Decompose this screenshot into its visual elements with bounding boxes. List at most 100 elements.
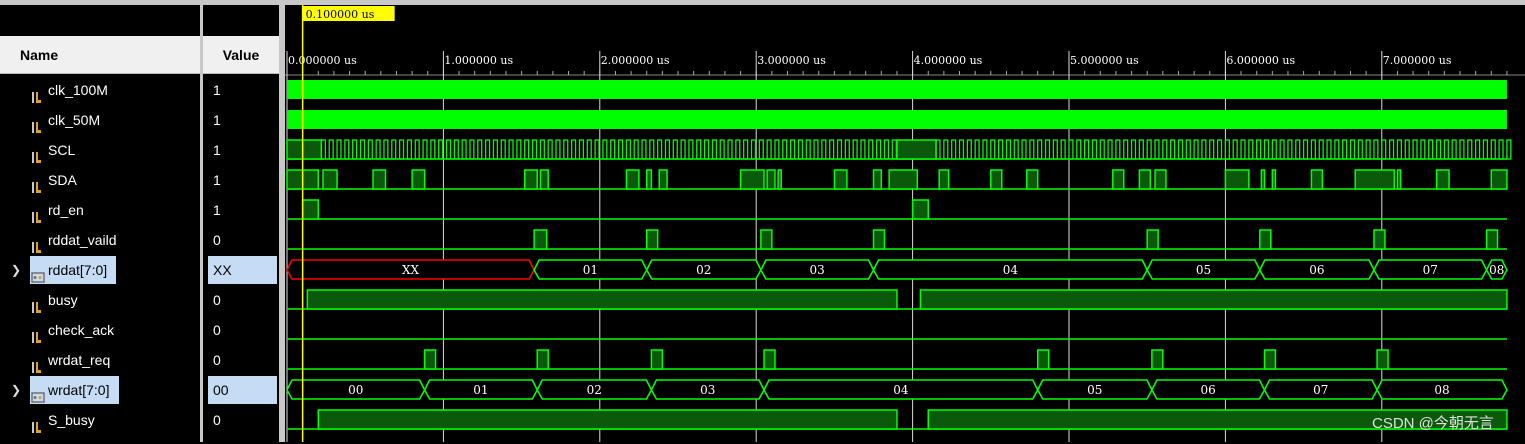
scl-pulse [1005, 139, 1012, 160]
ruler-tick-label: 5.000000 us [1070, 54, 1139, 67]
high-pulse [1435, 169, 1450, 190]
bus-value-label: 04 [893, 383, 909, 397]
scl-pulse [1482, 139, 1489, 160]
bus-value-label: 01 [473, 383, 488, 397]
scl-pulse [1467, 139, 1473, 160]
bus-value-label: 08 [1489, 263, 1504, 277]
high-pulse [872, 169, 883, 190]
bus-value-label: 02 [587, 383, 602, 397]
ruler-tick-label: 3.000000 us [757, 54, 826, 67]
signal-row-scl[interactable]: SCL [0, 135, 200, 165]
high-pulse [739, 169, 765, 190]
signal-value-cell[interactable]: 1 [203, 195, 279, 225]
bus-value-label: 06 [1201, 383, 1216, 397]
high-pulse [990, 169, 1003, 190]
scl-pulse [997, 139, 1004, 160]
waveform-wrdat_req [287, 349, 1507, 370]
expand-chevron-icon[interactable]: ❯ [11, 263, 22, 277]
ruler-tick-label: 7.000000 us [1383, 54, 1452, 67]
scl-pulse [438, 139, 444, 160]
scl-idle-high [896, 139, 937, 160]
bit-signal-icon [31, 414, 43, 433]
expand-chevron-icon[interactable]: ❯ [11, 383, 22, 397]
signal-value-cell[interactable]: 00 [203, 375, 279, 405]
high-pulse [306, 289, 898, 310]
signal-value-cell[interactable]: 0 [203, 405, 279, 435]
high-pulse [1373, 229, 1386, 250]
signal-value-cell[interactable]: 1 [203, 165, 279, 195]
signal-row-clk_100m[interactable]: clk_100M [0, 75, 200, 105]
bus-segment [1376, 379, 1508, 400]
scl-pulse [344, 139, 350, 160]
high-pulse [766, 169, 776, 190]
scl-pulse [1091, 139, 1098, 160]
scl-pulse [406, 139, 412, 160]
signal-value-cell[interactable]: 1 [203, 75, 279, 105]
signal-value: 1 [213, 142, 221, 158]
wave-splitter[interactable] [279, 5, 285, 442]
scl-pulse [430, 139, 436, 160]
signal-row-rddat_vaild[interactable]: rddat_vaild [0, 225, 200, 255]
signal-row-wrdat_req[interactable]: wrdat_req [0, 345, 200, 375]
signal-row-clk_50m[interactable]: clk_50M [0, 105, 200, 135]
scl-pulse [1428, 139, 1434, 160]
signal-value-cell[interactable]: 0 [203, 285, 279, 315]
scl-pulse [1146, 139, 1152, 160]
signal-row-check_ack[interactable]: check_ack [0, 315, 200, 345]
high-pulse [1376, 349, 1389, 370]
high-pulse [833, 169, 848, 190]
high-pulse [1138, 169, 1152, 190]
bus-signal-icon [31, 384, 45, 403]
scl-pulse [958, 139, 965, 160]
scl-pulse [336, 139, 342, 160]
scl-pulse [586, 139, 592, 160]
high-pulse [1151, 349, 1164, 370]
scl-pulse [657, 139, 663, 160]
signal-value-cell[interactable]: XX [203, 255, 279, 285]
column-splitter[interactable] [200, 5, 203, 442]
ruler-tick-label: 0.000000 us [288, 54, 357, 67]
signal-row-s_busy[interactable]: S_busy [0, 405, 200, 435]
high-pulse [927, 409, 1508, 430]
value-column-header[interactable]: Value [203, 36, 279, 74]
bit-signal-icon [31, 114, 43, 133]
scl-pulse [1068, 139, 1074, 160]
signal-value-cell[interactable]: 1 [203, 105, 279, 135]
high-pulse [777, 169, 782, 190]
high-pulse [919, 289, 1508, 310]
bus-value-label: 04 [1003, 263, 1019, 277]
signal-value: 1 [213, 172, 221, 188]
waveform-busy [287, 289, 1508, 310]
signal-value-panel [203, 5, 279, 442]
scl-pulse [367, 139, 373, 160]
scl-pulse [1443, 139, 1449, 160]
high-pulse [317, 409, 898, 430]
scl-pulse [1474, 139, 1481, 160]
signal-row-rddat70[interactable]: ❯rddat[7:0] [0, 255, 200, 285]
scl-pulse [696, 139, 702, 160]
signal-value-cell[interactable]: 1 [203, 135, 279, 165]
ruler-tick-label: 6.000000 us [1226, 54, 1295, 67]
signal-row-busy[interactable]: busy [0, 285, 200, 315]
signal-row-sda[interactable]: SDA [0, 165, 200, 195]
signal-value-cell[interactable]: 0 [203, 225, 279, 255]
scl-pulse [875, 139, 882, 160]
name-column-header[interactable]: Name [0, 36, 200, 74]
signal-value-cell[interactable]: 0 [203, 315, 279, 345]
scl-pulse [891, 139, 897, 160]
scl-pulse [789, 139, 796, 160]
bit-signal-icon [31, 174, 43, 193]
scl-idle-high [286, 139, 323, 160]
signal-value-cell[interactable]: 0 [203, 345, 279, 375]
waveform-clk_100m [287, 80, 1507, 99]
scl-pulse [1248, 139, 1254, 160]
signal-row-wrdat70[interactable]: ❯wrdat[7:0] [0, 375, 200, 405]
signal-value: XX [213, 262, 232, 278]
scl-pulse [461, 139, 467, 160]
signal-row-rd_en[interactable]: rd_en [0, 195, 200, 225]
scl-pulse [1232, 139, 1238, 160]
high-pulse [1036, 349, 1050, 370]
signal-value: 00 [213, 382, 229, 398]
scl-pulse [1310, 139, 1316, 160]
